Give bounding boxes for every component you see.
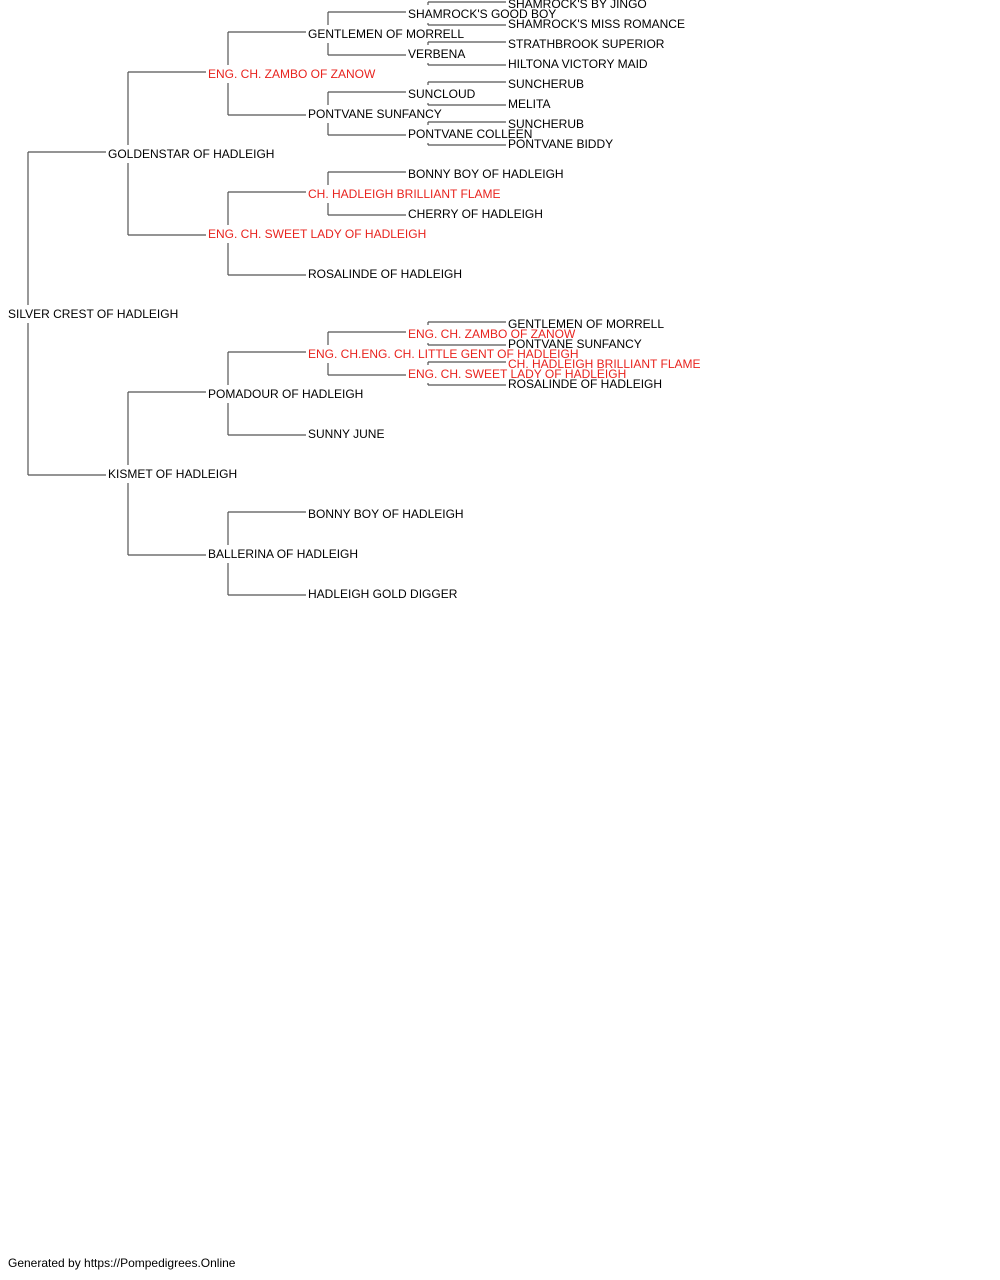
dog-name-21: ROSALINDE OF HADLEIGH	[308, 267, 462, 281]
dog-name-3: GENTLEMEN OF MORRELL	[308, 27, 464, 41]
dog-name-22: KISMET OF HADLEIGH	[108, 467, 237, 481]
dog-name-6: SHAMROCK'S MISS ROMANCE	[508, 17, 685, 31]
dog-name-2: ENG. CH. ZAMBO OF ZANOW	[208, 67, 376, 81]
dog-name-0: SILVER CREST OF HADLEIGH	[8, 307, 178, 321]
dog-name-19: BONNY BOY OF HADLEIGH	[408, 167, 564, 181]
footer-credit: Generated by https://Pompedigrees.Online	[8, 1256, 236, 1270]
dog-name-30: ROSALINDE OF HADLEIGH	[508, 377, 662, 391]
dog-name-32: BALLERINA OF HADLEIGH	[208, 547, 358, 561]
dog-name-1: GOLDENSTAR OF HADLEIGH	[108, 147, 274, 161]
dog-name-20: CHERRY OF HADLEIGH	[408, 207, 543, 221]
dog-name-5: SHAMROCK'S BY JINGO	[508, 0, 647, 11]
dog-name-13: MELITA	[508, 97, 550, 111]
dog-name-18: CH. HADLEIGH BRILLIANT FLAME	[308, 187, 501, 201]
dog-name-4: SHAMROCK'S GOOD BOY	[408, 7, 556, 21]
dog-name-16: PONTVANE BIDDY	[508, 137, 613, 151]
dog-name-17: ENG. CH. SWEET LADY OF HADLEIGH	[208, 227, 426, 241]
dog-name-26: GENTLEMEN OF MORRELL	[508, 317, 664, 331]
dog-name-31: SUNNY JUNE	[308, 427, 384, 441]
dog-name-14: PONTVANE COLLEEN	[408, 127, 532, 141]
dog-name-11: SUNCLOUD	[408, 87, 476, 101]
dog-name-25: ENG. CH. ZAMBO OF ZANOW	[408, 327, 576, 341]
dog-name-27: PONTVANE SUNFANCY	[508, 337, 642, 351]
dog-name-8: STRATHBROOK SUPERIOR	[508, 37, 665, 51]
dog-name-15: SUNCHERUB	[508, 117, 584, 131]
dog-name-33: BONNY BOY OF HADLEIGH	[308, 507, 464, 521]
dog-name-34: HADLEIGH GOLD DIGGER	[308, 587, 458, 601]
dog-name-9: HILTONA VICTORY MAID	[508, 57, 648, 71]
dog-name-10: PONTVANE SUNFANCY	[308, 107, 442, 121]
dog-name-28: ENG. CH. SWEET LADY OF HADLEIGH	[408, 367, 626, 381]
dog-name-23: POMADOUR OF HADLEIGH	[208, 387, 363, 401]
dog-name-29: CH. HADLEIGH BRILLIANT FLAME	[508, 357, 701, 371]
dog-name-12: SUNCHERUB	[508, 77, 584, 91]
dog-name-24: ENG. CH.ENG. CH. LITTLE GENT OF HADLEIGH	[308, 347, 579, 361]
dog-name-7: VERBENA	[408, 47, 465, 61]
